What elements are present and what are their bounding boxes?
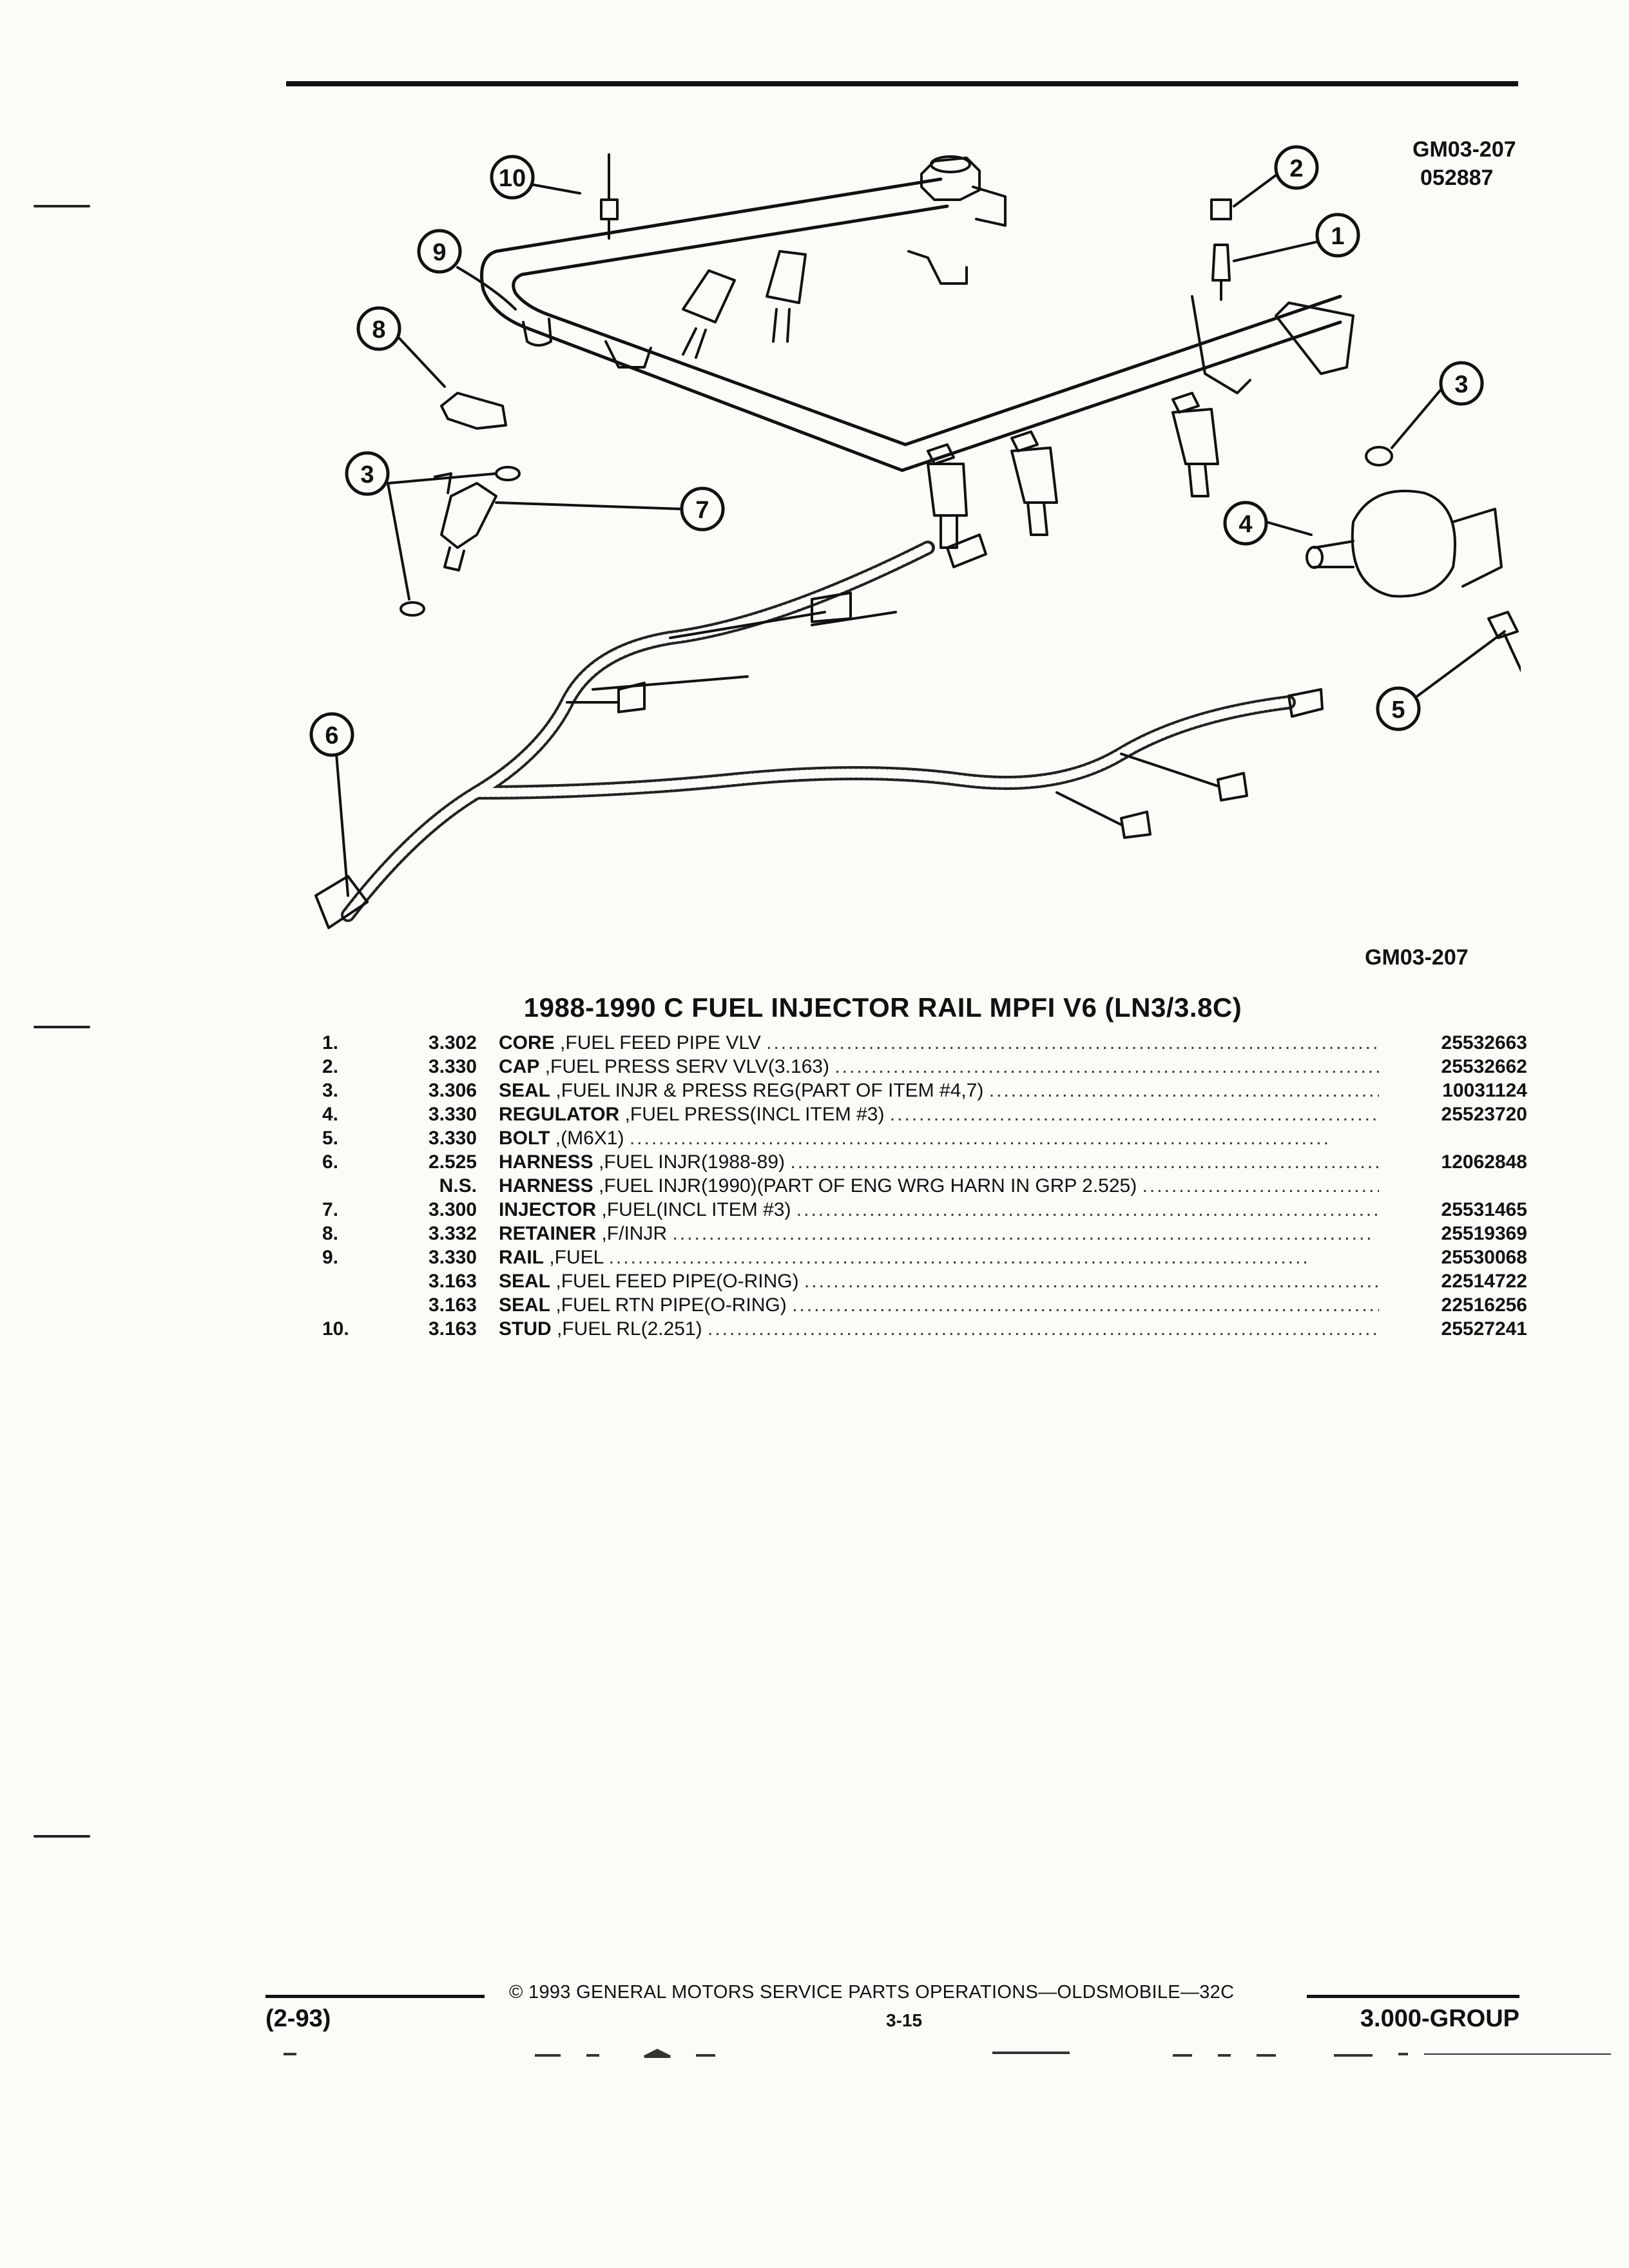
- margin-mark: [34, 1835, 90, 1838]
- page-number: 3-15: [886, 2010, 923, 2030]
- item-number: 6.: [322, 1151, 339, 1173]
- callout-3-left: 3: [345, 451, 390, 496]
- parts-row: 9. 3.330 RAIL ,FUEL ....................…: [322, 1245, 1527, 1269]
- svg-text:2: 2: [1289, 155, 1303, 182]
- parts-row: 5. 3.330 BOLT ,(M6X1) ..................…: [322, 1126, 1527, 1150]
- item-number: 4.: [322, 1104, 339, 1125]
- part-description: SEAL ,FUEL INJR & PRESS REG(PART OF ITEM…: [499, 1080, 1379, 1101]
- parts-row: 1. 3.302 CORE ,FUEL FEED PIPE VLV ......…: [322, 1031, 1527, 1055]
- part-number: 25527241: [1441, 1318, 1527, 1340]
- part-number: 25519369: [1441, 1223, 1527, 1244]
- part-number: 22514722: [1441, 1271, 1527, 1292]
- parts-row: 3.163 SEAL ,FUEL FEED PIPE(O-RING) .....…: [322, 1269, 1527, 1293]
- group-number: 3.163: [428, 1271, 477, 1292]
- callout-1: 1: [1315, 213, 1360, 258]
- page-title: 1988-1990 C FUEL INJECTOR RAIL MPFI V6 (…: [523, 992, 1242, 1023]
- svg-text:5: 5: [1391, 697, 1405, 724]
- callout-9: 9: [417, 229, 462, 274]
- footer-rule-left: [265, 1995, 485, 1998]
- callout-8: 8: [356, 306, 401, 351]
- group-number: 3.300: [428, 1199, 477, 1220]
- svg-text:10: 10: [499, 165, 526, 192]
- callout-7: 7: [680, 486, 725, 532]
- part-description: STUD ,FUEL RL(2.251) ...................…: [499, 1318, 1379, 1340]
- margin-mark: [34, 1026, 90, 1028]
- callout-10: 10: [490, 155, 535, 200]
- reference-date-code: 052887: [1420, 166, 1494, 190]
- group-number: 3.330: [428, 1104, 477, 1125]
- part-number: 25531465: [1441, 1199, 1527, 1220]
- group-number: 3.330: [428, 1128, 477, 1149]
- group-number: 3.330: [428, 1247, 477, 1268]
- top-rule: [286, 81, 1518, 86]
- item-number: 1.: [322, 1032, 339, 1053]
- group-number: 3.163: [428, 1294, 477, 1316]
- item-number: 9.: [322, 1247, 339, 1268]
- reference-code: GM03-207: [1412, 137, 1516, 162]
- part-number: 12062848: [1441, 1151, 1527, 1173]
- group-number: 3.332: [428, 1223, 477, 1244]
- part-description: HARNESS ,FUEL INJR(1988-89) ............…: [499, 1151, 1379, 1173]
- part-description: BOLT ,(M6X1) ...........................…: [499, 1128, 1331, 1149]
- part-description: RETAINER ,F/INJR .......................…: [499, 1223, 1374, 1244]
- part-number: 25532663: [1441, 1032, 1527, 1053]
- part-description: REGULATOR ,FUEL PRESS(INCL ITEM #3) ....…: [499, 1104, 1379, 1125]
- item-number: 8.: [322, 1223, 339, 1244]
- group-number: 3.302: [428, 1032, 477, 1053]
- parts-row: 3.163 SEAL ,FUEL RTN PIPE(O-RING) ......…: [322, 1293, 1527, 1317]
- svg-text:3: 3: [1454, 371, 1468, 398]
- svg-text:6: 6: [325, 722, 338, 749]
- footer-rule-right: [1307, 1995, 1519, 1998]
- part-description: CAP ,FUEL PRESS SERV VLV(3.163) ........…: [499, 1056, 1379, 1077]
- item-number: 5.: [322, 1128, 339, 1149]
- group-number: 3.163: [428, 1318, 477, 1340]
- parts-row: 6. 2.525 HARNESS ,FUEL INJR(1988-89) ...…: [322, 1150, 1527, 1174]
- part-description: CORE ,FUEL FEED PIPE VLV ...............…: [499, 1032, 1379, 1053]
- margin-mark: [34, 205, 90, 207]
- part-description: HARNESS ,FUEL INJR(1990)(PART OF ENG WRG…: [499, 1175, 1379, 1196]
- figure-code: GM03-207: [1365, 945, 1469, 970]
- group-label: 3.000-GROUP: [1360, 2005, 1519, 2032]
- group-number: 3.330: [428, 1056, 477, 1077]
- svg-text:8: 8: [372, 316, 385, 343]
- revision-date: (2-93): [265, 2005, 331, 2032]
- parts-row: 3. 3.306 SEAL ,FUEL INJR & PRESS REG(PAR…: [322, 1079, 1527, 1102]
- parts-list: 1. 3.302 CORE ,FUEL FEED PIPE VLV ......…: [322, 1031, 1527, 1341]
- callout-6: 6: [309, 712, 354, 757]
- part-number: 25532662: [1441, 1056, 1527, 1077]
- part-description: RAIL ,FUEL .............................…: [499, 1247, 1310, 1268]
- part-description: SEAL ,FUEL FEED PIPE(O-RING) ...........…: [499, 1271, 1379, 1292]
- group-number: 3.306: [428, 1080, 477, 1101]
- fuel-injector-rail-diagram: 10 9 8 3 7 6 2 1 3 4 5: [309, 145, 1521, 929]
- item-number: 7.: [322, 1199, 339, 1220]
- part-description: SEAL ,FUEL RTN PIPE(O-RING) ............…: [499, 1294, 1379, 1316]
- parts-row: 7. 3.300 INJECTOR ,FUEL(INCL ITEM #3) ..…: [322, 1198, 1527, 1222]
- callout-5: 5: [1376, 686, 1421, 731]
- parts-row: 8. 3.332 RETAINER ,F/INJR ..............…: [322, 1222, 1527, 1245]
- part-number: 25523720: [1441, 1104, 1527, 1125]
- item-number: 2.: [322, 1056, 339, 1077]
- callout-2: 2: [1274, 145, 1319, 190]
- svg-text:1: 1: [1331, 223, 1344, 250]
- parts-row: N.S. HARNESS ,FUEL INJR(1990)(PART OF EN…: [322, 1174, 1527, 1198]
- callout-3-right: 3: [1439, 361, 1484, 406]
- part-number: 10031124: [1442, 1080, 1527, 1101]
- part-number: 25530068: [1441, 1247, 1527, 1268]
- item-number: 3.: [322, 1080, 339, 1101]
- svg-text:7: 7: [695, 497, 709, 524]
- group-number: N.S.: [439, 1175, 477, 1196]
- callout-4: 4: [1223, 501, 1268, 546]
- svg-text:3: 3: [360, 461, 374, 488]
- group-number: 2.525: [428, 1151, 477, 1173]
- part-description: INJECTOR ,FUEL(INCL ITEM #3) ...........…: [499, 1199, 1379, 1220]
- scan-artifact-marks: [284, 2048, 1611, 2058]
- svg-text:9: 9: [432, 239, 446, 266]
- copyright-notice: © 1993 GENERAL MOTORS SERVICE PARTS OPER…: [509, 1982, 1235, 2003]
- parts-row: 10. 3.163 STUD ,FUEL RL(2.251) .........…: [322, 1317, 1527, 1341]
- item-number: 10.: [322, 1318, 349, 1340]
- parts-row: 4. 3.330 REGULATOR ,FUEL PRESS(INCL ITEM…: [322, 1102, 1527, 1126]
- svg-text:4: 4: [1239, 511, 1252, 538]
- part-number: 22516256: [1441, 1294, 1527, 1316]
- parts-row: 2. 3.330 CAP ,FUEL PRESS SERV VLV(3.163)…: [322, 1055, 1527, 1079]
